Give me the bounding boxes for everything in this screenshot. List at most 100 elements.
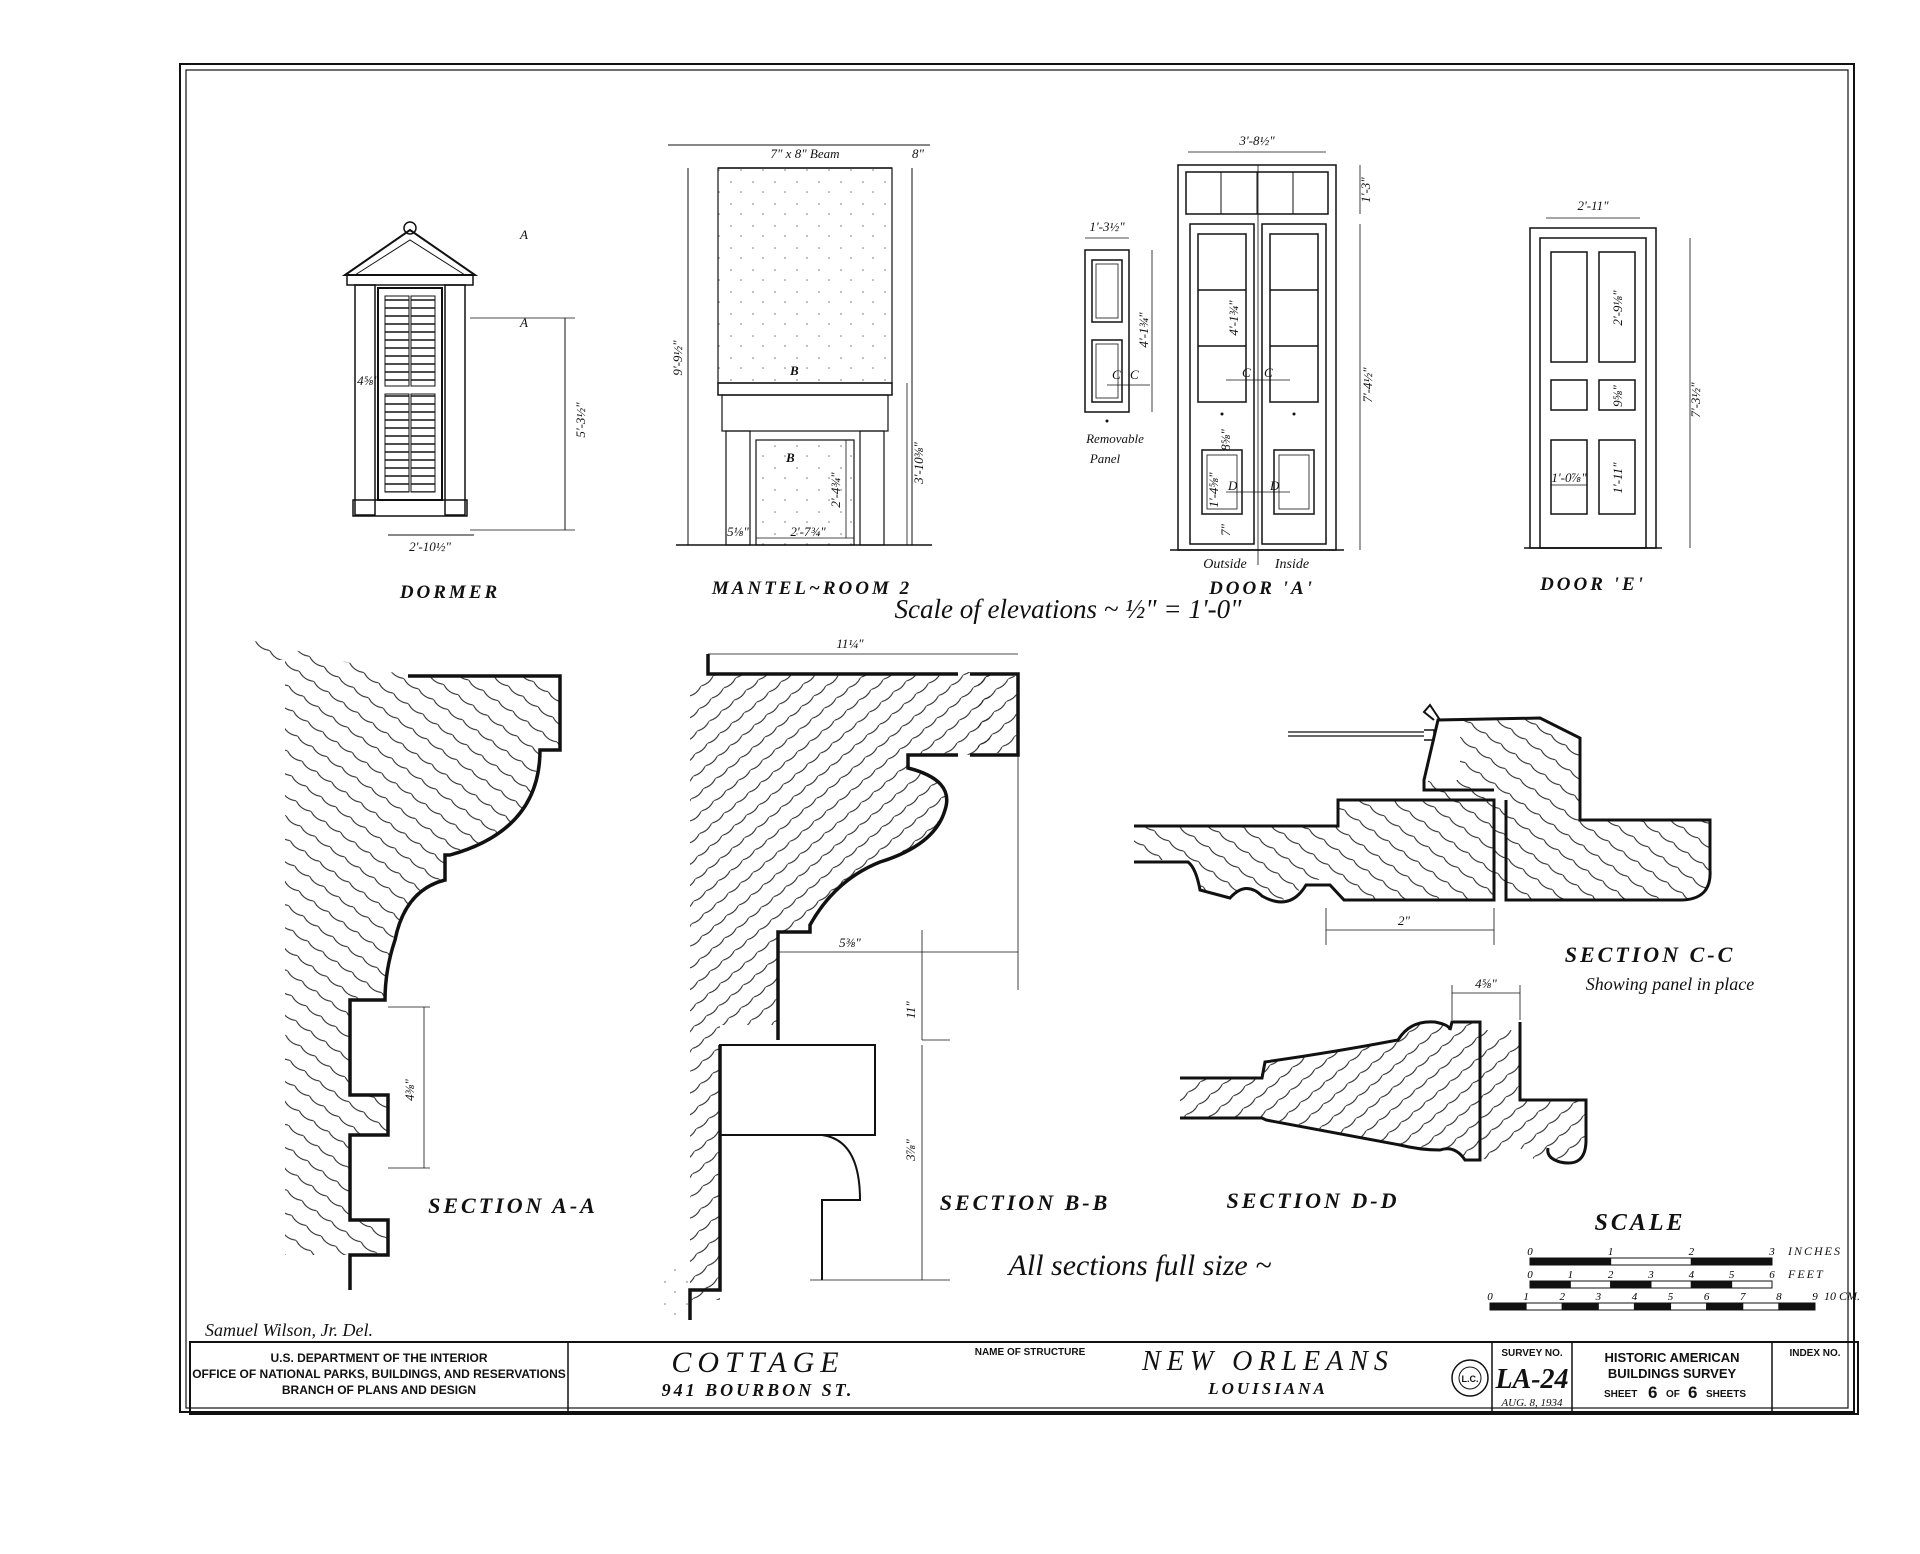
mantel-total-height: 9'-9½": [670, 340, 685, 376]
scale-feet-segment: [1690, 1280, 1733, 1289]
dormer-mark-a-lower: A: [519, 315, 528, 330]
structure-name: COTTAGE: [671, 1346, 844, 1379]
index-caption: INDEX NO.: [1789, 1348, 1840, 1359]
scale-inches-segment: [1529, 1257, 1612, 1266]
door-a-rail: 8⅝": [1218, 429, 1233, 451]
mantel-height-dim: 3'-10⅜": [911, 442, 926, 485]
section-cc: [1134, 703, 1712, 945]
scale-cm-segment: [1489, 1302, 1527, 1311]
door-a-mark-c2: C: [1264, 365, 1273, 380]
dormer-pilaster-dim: 4⅝": [357, 373, 379, 388]
door-a-lower-panel: 1'-4⅝": [1206, 472, 1221, 508]
scale-cm-tick: 5: [1668, 1291, 1674, 1303]
scale-inches-tick: 0: [1527, 1246, 1533, 1258]
mantel-mark-b-lower: B: [785, 450, 795, 465]
scale-cm-tick: 9: [1812, 1291, 1818, 1303]
scale-cm-segment: [1670, 1302, 1708, 1311]
scale-cm-segment: [1561, 1302, 1599, 1311]
scale-cm-tick: 8: [1776, 1291, 1782, 1303]
scale-feet-tick: 3: [1647, 1269, 1654, 1281]
scale-inches-tick: 2: [1689, 1246, 1695, 1258]
scale-cm-segment: [1706, 1302, 1744, 1311]
section-cc-note: Showing panel in place: [1586, 974, 1754, 994]
door-e-lower: 1'-11": [1610, 462, 1625, 494]
mantel-mark-b-upper: B: [789, 363, 799, 378]
removable-panel-label2: Panel: [1089, 451, 1121, 466]
scale-cm-label: 10 CM.: [1824, 1289, 1860, 1303]
scale-title: SCALE: [1594, 1210, 1685, 1236]
door-e-upper: 2'-9⅛": [1610, 290, 1625, 326]
scale-cm-tick: 6: [1704, 1291, 1710, 1303]
removable-panel-mark-c: C: [1112, 367, 1121, 382]
delineator-signature: Samuel Wilson, Jr. Del.: [205, 1320, 373, 1340]
mantel-beam-dim: 8": [912, 146, 925, 161]
structure-address: 941 BOURBON ST.: [662, 1380, 855, 1400]
dormer-height-dim: 5'-3½": [573, 402, 588, 438]
section-cc-label: SECTION C-C: [1565, 942, 1736, 967]
agency-line-2: OFFICE OF NATIONAL PARKS, BUILDINGS, AND…: [192, 1367, 566, 1381]
scale-feet-segment: [1731, 1280, 1773, 1289]
structure-caption: NAME OF STRUCTURE: [975, 1347, 1086, 1358]
scale-inches-tick: 1: [1608, 1246, 1614, 1258]
sections-scale-note: All sections full size ~: [1007, 1249, 1272, 1282]
section-bb: [650, 653, 1020, 1340]
scale-cm-segment: [1597, 1302, 1635, 1311]
section-dd-label: SECTION D-D: [1227, 1188, 1400, 1213]
scale-feet-tick: 1: [1568, 1269, 1574, 1281]
door-a-transom: 1'-3": [1358, 177, 1373, 203]
removable-panel-mark-c2: C: [1130, 367, 1139, 382]
door-a-mark-d: D: [1227, 478, 1238, 493]
door-e-lower-width: 1'-0⅞": [1551, 470, 1587, 485]
section-bb-lower-dim: 3⅞": [903, 1139, 918, 1162]
mantel-opening-width: 2'-7¾": [790, 524, 826, 539]
scale-feet-segment: [1610, 1280, 1652, 1289]
door-a-mark-d2: D: [1269, 478, 1280, 493]
mantel-beam-label: 7" x 8" Beam: [770, 146, 839, 161]
library-seal-icon: L.C.: [1462, 1374, 1479, 1384]
scale-cm-tick: 3: [1595, 1291, 1602, 1303]
scale-cm-tick: 7: [1740, 1291, 1746, 1303]
door-a-inside: Inside: [1274, 557, 1309, 572]
scale-cm-tick: 1: [1523, 1291, 1529, 1303]
state-name: LOUISIANA: [1207, 1379, 1328, 1398]
removable-panel-width: 1'-3½": [1089, 219, 1125, 234]
scale-cm-segment: [1525, 1302, 1563, 1311]
mantel-jamb-dim: 5⅛": [727, 524, 749, 539]
survey-number: LA-24: [1494, 1364, 1568, 1395]
elevation-scale-note: Scale of elevations ~ ½" = 1'-0": [895, 594, 1243, 624]
section-dd: [1180, 985, 1588, 1165]
scale-feet-label: FEET: [1787, 1267, 1825, 1281]
section-dd-dim: 4⅝": [1475, 976, 1497, 991]
title-block: [189, 1341, 1859, 1415]
section-bb-mid-dim: 5⅜": [839, 935, 861, 950]
door-e-height: 7'-3½": [1688, 382, 1703, 418]
door-a-elevation: [1170, 151, 1361, 565]
mantel-label: MANTEL~ROOM 2: [711, 578, 912, 599]
door-a-outside: Outside: [1203, 557, 1247, 572]
door-a-bottom: 7": [1218, 523, 1233, 536]
door-e-width: 2'-11": [1577, 198, 1609, 213]
scale-inches-segment: [1690, 1257, 1773, 1266]
sheet-border: [179, 63, 1855, 1413]
habs-line-1: HISTORIC AMERICAN: [1604, 1350, 1739, 1365]
survey-date: AUG. 8, 1934: [1500, 1397, 1563, 1409]
scale-feet-tick: 5: [1729, 1269, 1735, 1281]
scale-feet-tick: 4: [1689, 1269, 1695, 1281]
section-aa-dim: 4⅜": [402, 1079, 417, 1101]
dormer-label: DORMER: [399, 582, 500, 603]
scale-feet-tick: 0: [1527, 1269, 1533, 1281]
mantel-opening-height: 2'-4¾": [828, 472, 843, 508]
scale-feet-tick: 2: [1608, 1269, 1614, 1281]
section-aa-label: SECTION A-A: [428, 1193, 598, 1218]
door-a-panel-height: 4'-1¾": [1226, 300, 1241, 336]
door-e-label: DOOR 'E': [1539, 574, 1646, 595]
dormer-mark-a: A: [519, 227, 528, 242]
city-name: NEW ORLEANS: [1141, 1346, 1394, 1377]
sheet-total: 6: [1688, 1383, 1697, 1402]
scale-feet-segment: [1529, 1280, 1571, 1289]
scale-feet-segment: [1569, 1280, 1612, 1289]
section-bb-top-dim: 11¼": [836, 636, 864, 651]
section-cc-dim: 2": [1398, 913, 1411, 928]
habs-line-2: BUILDINGS SURVEY: [1608, 1366, 1737, 1381]
